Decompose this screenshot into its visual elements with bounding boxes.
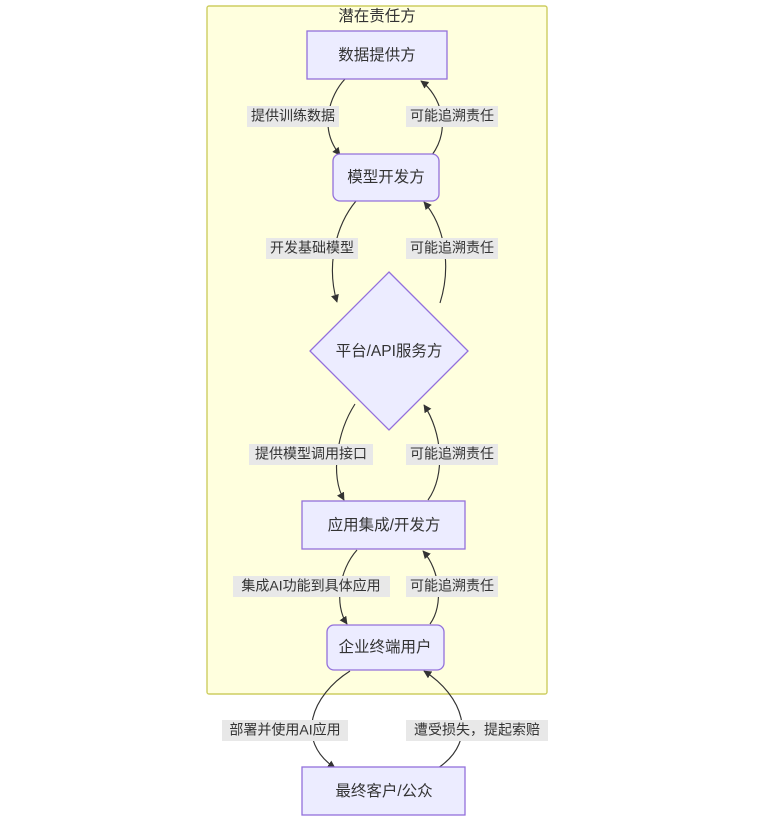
edge-label-text: 遭受损失，提起索赔 xyxy=(414,722,540,738)
node-enterprise-end-user[interactable]: 企业终端用户 xyxy=(326,624,445,671)
node-app-integrator[interactable]: 应用集成/开发方 xyxy=(301,500,466,550)
subgraph-title: 潜在责任方 xyxy=(338,7,416,25)
edge-label-deploy-and-use-ai: 部署并使用AI应用 xyxy=(222,720,348,741)
node-box[interactable] xyxy=(301,500,466,550)
edge-label-traceable-liability-1: 可能追溯责任 xyxy=(406,106,498,127)
edge-label-text: 开发基础模型 xyxy=(270,240,354,256)
node-box[interactable] xyxy=(301,766,466,816)
edge-label-develop-base-model: 开发基础模型 xyxy=(266,238,358,259)
edge-label-traceable-liability-3: 可能追溯责任 xyxy=(406,444,498,465)
edge-label-text: 部署并使用AI应用 xyxy=(229,722,340,738)
edge-label-traceable-liability-4: 可能追溯责任 xyxy=(406,576,498,597)
edge-label-traceable-liability-2: 可能追溯责任 xyxy=(406,238,498,259)
edge-label-provide-training-data: 提供训练数据 xyxy=(247,106,339,127)
edge-label-text: 可能追溯责任 xyxy=(410,108,494,124)
edge-customer-to-enterprise xyxy=(423,670,463,769)
edge-label-text: 可能追溯责任 xyxy=(410,578,494,594)
edge-label-integrate-ai-features: 集成AI功能到具体应用 xyxy=(233,576,390,597)
edge-label-text: 集成AI功能到具体应用 xyxy=(241,578,380,594)
edge-label-text: 提供模型调用接口 xyxy=(255,446,367,462)
node-label: 数据提供方 xyxy=(338,46,416,64)
edge-label-provide-model-api: 提供模型调用接口 xyxy=(249,444,373,465)
node-platform-api-service[interactable]: 平台/API服务方 xyxy=(309,271,469,431)
node-label: 模型开发方 xyxy=(347,168,425,186)
node-label: 企业终端用户 xyxy=(338,638,431,656)
node-diamond[interactable] xyxy=(309,271,469,431)
node-label: 最终客户/公众 xyxy=(335,782,432,800)
node-data-provider[interactable]: 数据提供方 xyxy=(306,30,448,80)
edge-enterprise-to-customer xyxy=(311,670,351,769)
node-box[interactable] xyxy=(332,153,440,202)
edge-label-text: 可能追溯责任 xyxy=(410,240,494,256)
edge-label-suffer-loss-claim: 遭受损失，提起索赔 xyxy=(406,720,548,741)
edge-label-group: 提供训练数据 可能追溯责任 开发基础模型 可能追溯责任 提供模型调用接口 可能追… xyxy=(222,106,548,741)
node-label: 应用集成/开发方 xyxy=(328,515,441,534)
edge-label-text: 可能追溯责任 xyxy=(410,446,494,462)
node-label: 平台/API服务方 xyxy=(336,342,443,360)
node-model-developer[interactable]: 模型开发方 xyxy=(332,153,440,202)
node-box[interactable] xyxy=(326,624,445,671)
edge-label-text: 提供训练数据 xyxy=(251,108,335,124)
node-end-customer-public[interactable]: 最终客户/公众 xyxy=(301,766,466,816)
node-box[interactable] xyxy=(306,30,448,80)
